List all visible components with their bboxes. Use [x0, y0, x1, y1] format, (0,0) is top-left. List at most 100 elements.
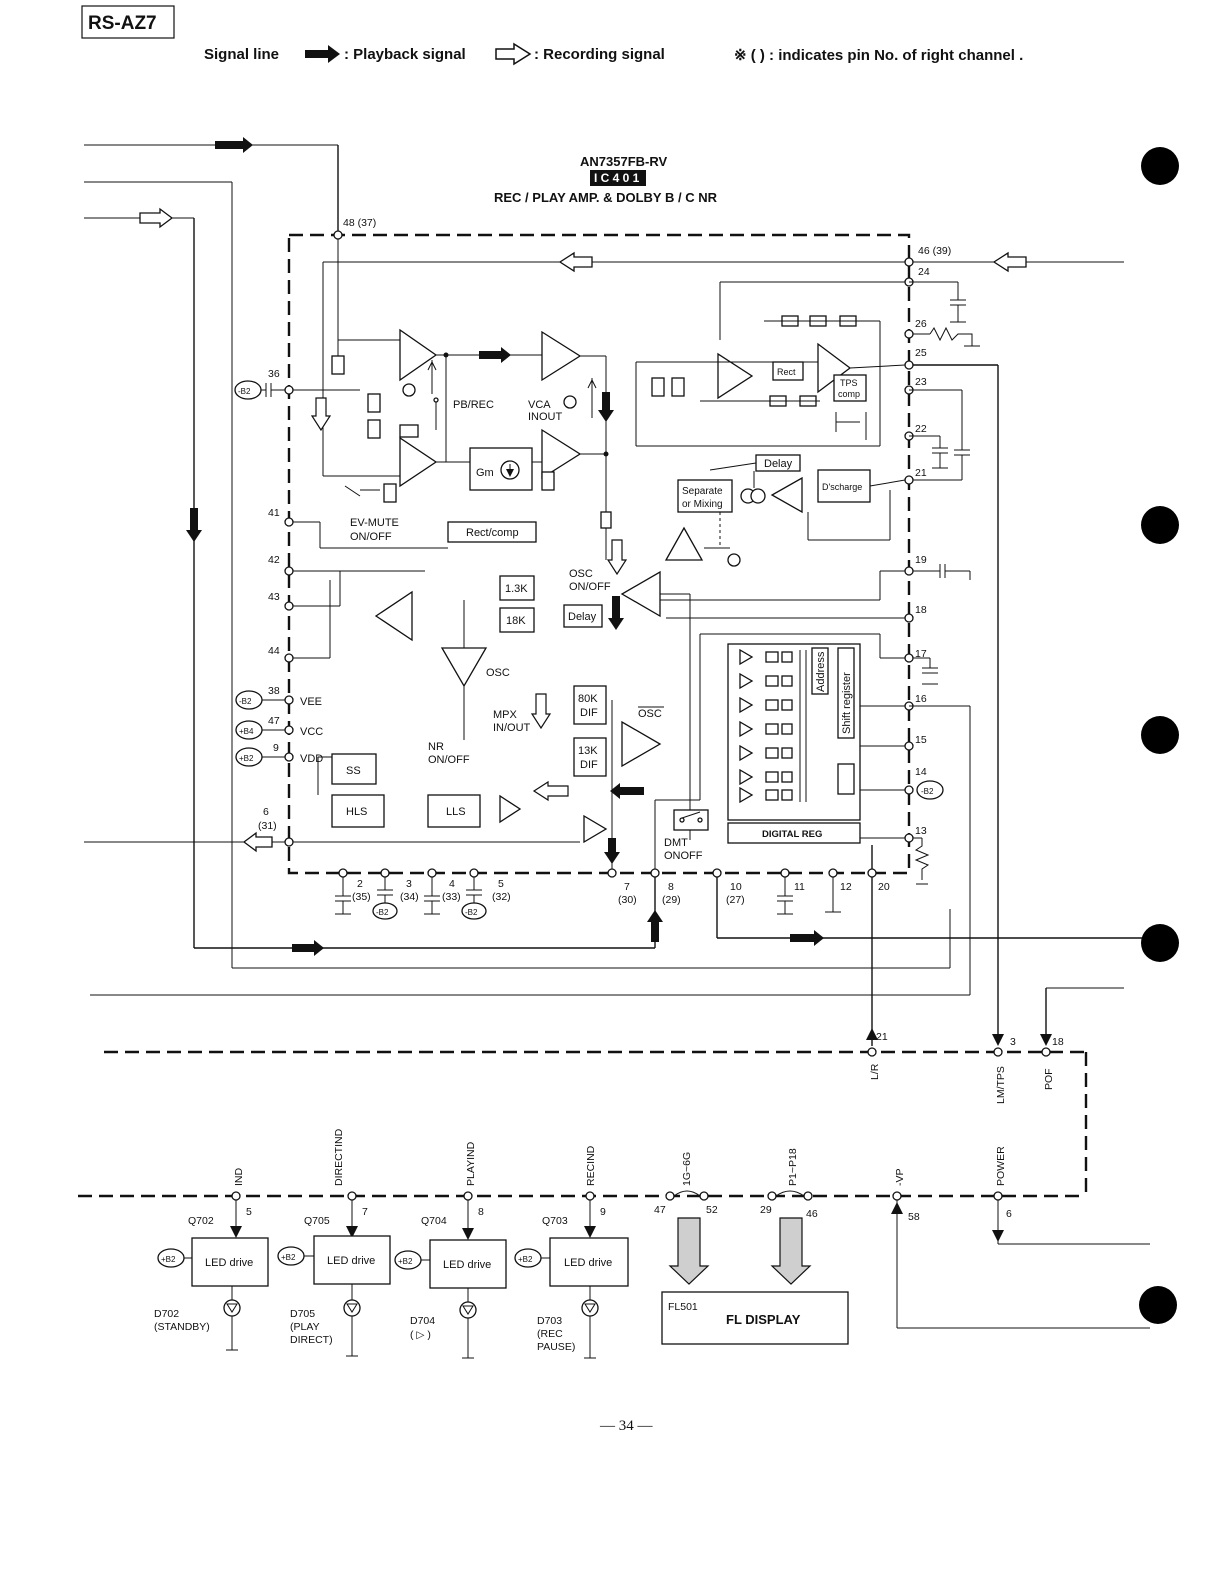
delay-top-label: Delay: [764, 458, 793, 470]
shift-register-label: Shift register: [841, 672, 853, 734]
ic401-title: AN7357FB-RV I C 4 0 1 REC / PLAY AMP. & …: [494, 154, 718, 205]
op-amp-2: [399, 436, 438, 488]
micro-pin-47: 47: [654, 1204, 666, 1216]
hls-label: HLS: [346, 806, 367, 818]
mixing-label: or Mixing: [682, 499, 723, 510]
led-drive-label-0: LED drive: [205, 1257, 253, 1269]
right-signal-lines: [716, 251, 1150, 1046]
legend-note: ※ ( ) : indicates pin No. of right chann…: [734, 47, 1023, 64]
discharge-block: [817, 469, 871, 503]
pin-2-right: (35): [352, 891, 371, 903]
b2-led-1: +B2: [281, 1253, 296, 1262]
op-amp-1: [399, 328, 438, 382]
ss-block: [331, 753, 377, 785]
led-drive-label-2: LED drive: [443, 1259, 491, 1271]
vcc-supply: +B4: [239, 727, 254, 736]
pin-18: 18: [915, 604, 927, 616]
op-amp-4: [541, 428, 582, 480]
vp-label: -VP: [894, 1168, 906, 1186]
model-title: RS-AZ7: [88, 13, 157, 34]
nr-label: NR: [428, 741, 444, 753]
header: RS-AZ7 Signal line : Playback signal : R…: [81, 5, 1023, 66]
b2-36: -B2: [238, 387, 251, 396]
dif13k-block: [573, 737, 607, 777]
segment-label: P1~P18: [787, 1148, 799, 1186]
ic-reference: I C 4 0 1: [594, 171, 640, 185]
pin-8-right: (29): [662, 894, 681, 906]
pin-3: 3: [406, 878, 412, 890]
pin-4-right: (33): [442, 891, 461, 903]
pin-44: 44: [268, 645, 280, 657]
led-desc-3-b: PAUSE): [537, 1341, 575, 1353]
vca-inout-label: INOUT: [528, 411, 563, 423]
fl-display: FL501 FL DISPLAY: [661, 1217, 849, 1345]
pin-24: 24: [918, 266, 930, 278]
oscbar-label: OSC: [638, 708, 662, 720]
vcc-label: VCC: [300, 726, 323, 738]
micro-pin-46: 46: [806, 1208, 818, 1220]
pin-22: 22: [915, 423, 927, 435]
shift-register-cells: [739, 648, 807, 804]
ic401-outline: [287, 233, 911, 875]
d-label-2: D704: [410, 1315, 435, 1327]
evmute-label: EV-MUTE: [350, 517, 399, 529]
led-desc-3-a: (REC: [537, 1328, 563, 1340]
mpx-label: MPX: [493, 709, 518, 721]
lls-label: LLS: [446, 806, 466, 818]
r13k-label: 1.3K: [505, 583, 528, 595]
b2-led-0: +B2: [161, 1255, 176, 1264]
ic-part-number: AN7357FB-RV: [580, 154, 668, 169]
discharge-label: D'scharge: [822, 482, 862, 492]
pin-2: 2: [357, 878, 363, 890]
pin-5: 5: [498, 878, 504, 890]
recording-arrow-icon: [495, 42, 532, 66]
tps-block: [833, 374, 867, 402]
nr-onoff-label: ON/OFF: [428, 754, 470, 766]
micro-pin-8: 8: [478, 1206, 484, 1218]
pin-13: 13: [915, 825, 927, 837]
led-desc-2-a: ( ▷ ): [410, 1329, 431, 1341]
b2-led-2: +B2: [398, 1257, 413, 1266]
led-desc-1-b: DIRECT): [290, 1334, 333, 1346]
bottom-pins: 2 (35) 3 (34) -B2 4 (33) 5 (32) -B2: [335, 868, 890, 920]
vdd-supply: +B2: [239, 754, 254, 763]
evmute-onoff-label: ON/OFF: [350, 531, 392, 543]
vdd-label: VDD: [300, 753, 323, 765]
pin-23: 23: [915, 376, 927, 388]
pin-46: 46 (39): [918, 245, 951, 257]
pin-9-vdd: 9: [273, 742, 279, 754]
address-block: [811, 647, 829, 695]
buffer-osc: [620, 570, 661, 618]
pin-21: 21: [915, 467, 927, 479]
led-drive-label-1: LED drive: [327, 1255, 375, 1267]
micro-pin-9: 9: [600, 1206, 606, 1218]
b2-3: -B2: [376, 908, 389, 917]
lmtps-label: LM/TPS: [995, 1066, 1007, 1104]
delay-osc-block: [563, 604, 603, 628]
playind-label: PLAYIND: [465, 1141, 477, 1186]
led-drive-0: Q702 LED drive +B2 D702 (STANDBY): [154, 1200, 269, 1351]
op-amp-6: [717, 352, 754, 400]
page-number: — 34 —: [599, 1418, 654, 1434]
address-label: Address: [815, 651, 827, 692]
dif13k-dif-label: DIF: [580, 759, 598, 771]
pin-47: 47: [268, 715, 280, 727]
osc-switch-label: OSC: [569, 568, 593, 580]
led-icon-3: [581, 1299, 599, 1317]
led-drive-label-3: LED drive: [564, 1257, 612, 1269]
pin-7-right: (30): [618, 894, 637, 906]
pin-26: 26: [915, 318, 927, 330]
pof-label: POF: [1043, 1068, 1055, 1090]
led-drive-1: Q705 LED drive +B2 D705 (PLAY DIRECT): [277, 1200, 391, 1357]
ic-internal-wiring: PB/REC Gm VCA INOUT EV-MUTE ON/OFF Rect/…: [293, 239, 906, 869]
tps-label: TPS: [840, 378, 858, 388]
osc-label: OSC: [486, 667, 510, 679]
q-label-3: Q703: [542, 1215, 568, 1227]
left-signal-lines: [84, 137, 971, 996]
pin-20: 20: [878, 881, 890, 893]
legend-playback: : Playback signal: [344, 46, 466, 63]
playback-arrow-icon: [305, 45, 340, 63]
rectcomp-label: Rect/comp: [466, 527, 519, 539]
dif80k-label: 80K: [578, 693, 598, 705]
dmt-onoff-label: ONOFF: [664, 850, 703, 862]
